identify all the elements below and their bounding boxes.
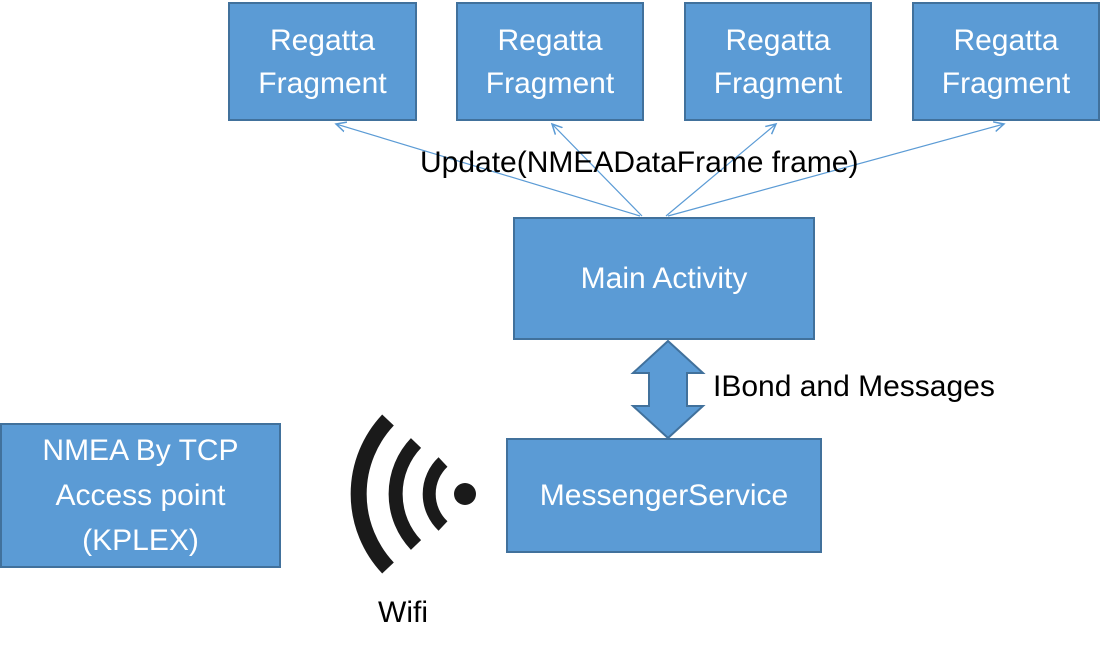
update-arrow-1	[336, 124, 641, 217]
main-activity-box: Main Activity	[513, 217, 815, 340]
nmea-access-point-box: NMEA By TCP Access point (KPLEX)	[0, 423, 281, 568]
update-arrow-3	[665, 124, 776, 217]
update-arrow-2	[552, 124, 643, 217]
main-activity-label: Main Activity	[580, 262, 748, 295]
ibond-messages-label: IBond and Messages	[713, 370, 995, 403]
regatta-fragment-box-1: Regatta Fragment	[228, 2, 417, 121]
regatta-fragment-box-2: Regatta Fragment	[456, 2, 644, 121]
nmea-line2: Access point	[55, 479, 226, 512]
double-arrow	[630, 339, 706, 440]
wifi-icon	[350, 414, 476, 574]
nmea-line1: NMEA By TCP	[42, 434, 239, 467]
fragment-3-line1: Regatta	[725, 23, 831, 57]
fragment-3-line2: Fragment	[713, 66, 843, 100]
fragment-4-line1: Regatta	[953, 23, 1059, 57]
fragment-2-line2: Fragment	[485, 66, 615, 100]
messenger-service-label: MessengerService	[539, 479, 789, 512]
fragment-1-line2: Fragment	[258, 66, 387, 100]
nmea-line3: (KPLEX)	[82, 524, 199, 557]
update-method-label: Update(NMEADataFrame frame)	[420, 146, 859, 179]
fragment-4-line2: Fragment	[941, 66, 1071, 100]
fragment-2-line1: Regatta	[497, 23, 603, 57]
regatta-fragment-box-4: Regatta Fragment	[912, 2, 1100, 121]
messenger-service-box: MessengerService	[506, 438, 822, 553]
update-arrow-4	[667, 124, 1004, 217]
regatta-fragment-box-3: Regatta Fragment	[684, 2, 872, 121]
fragment-1-line1: Regatta	[269, 23, 376, 57]
wifi-label: Wifi	[378, 596, 428, 629]
